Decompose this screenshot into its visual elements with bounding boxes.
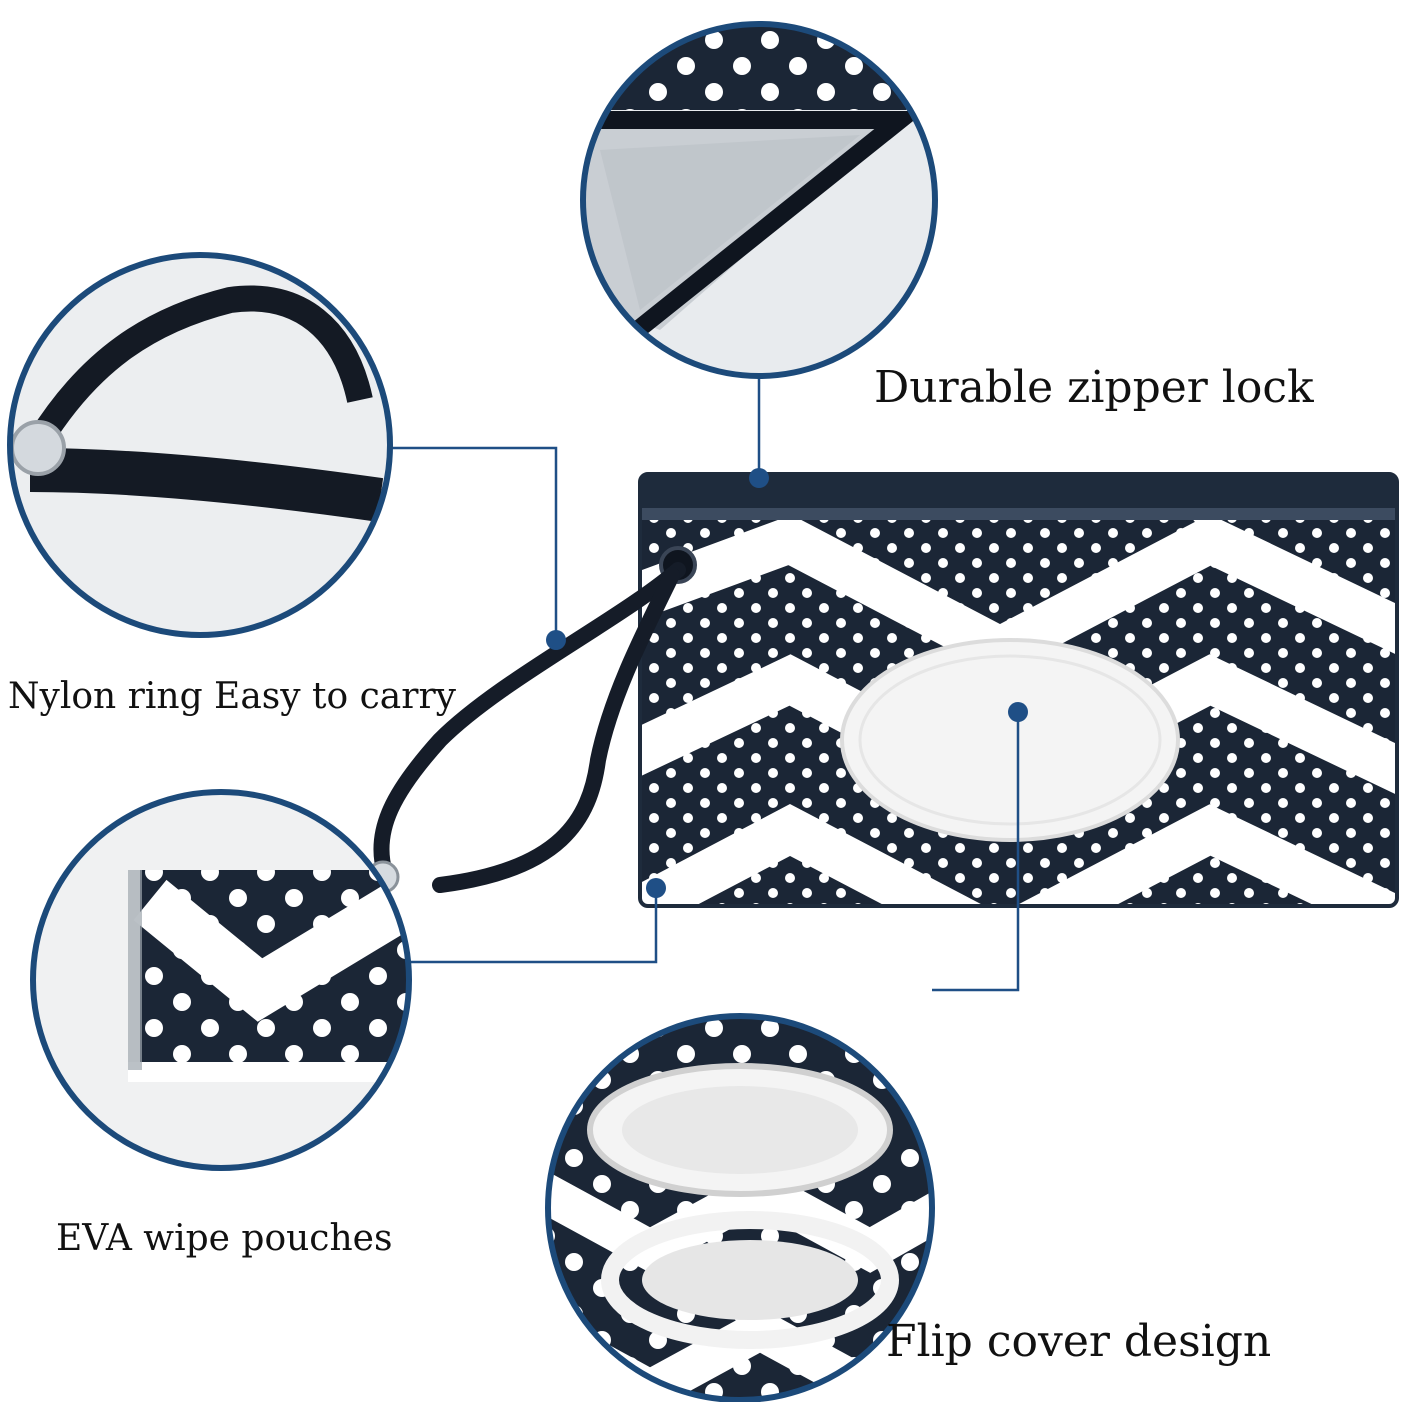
zipper-detail-circle [580, 21, 938, 379]
leader-dots [546, 468, 1028, 898]
strap-caption: Nylon ring Easy to carry [8, 676, 457, 717]
strap-detail-circle [7, 252, 393, 638]
nylon-strap [366, 562, 686, 894]
zipper-caption: Durable zipper lock [874, 362, 1314, 413]
lid-caption: Flip cover design [886, 1316, 1272, 1367]
material-caption: EVA wipe pouches [56, 1218, 393, 1259]
leader-lines [388, 376, 1020, 992]
material-detail-circle [30, 789, 412, 1171]
lid-detail-circle [545, 1013, 935, 1402]
lid-icon [840, 638, 1180, 842]
wipe-pouch [638, 472, 1399, 908]
